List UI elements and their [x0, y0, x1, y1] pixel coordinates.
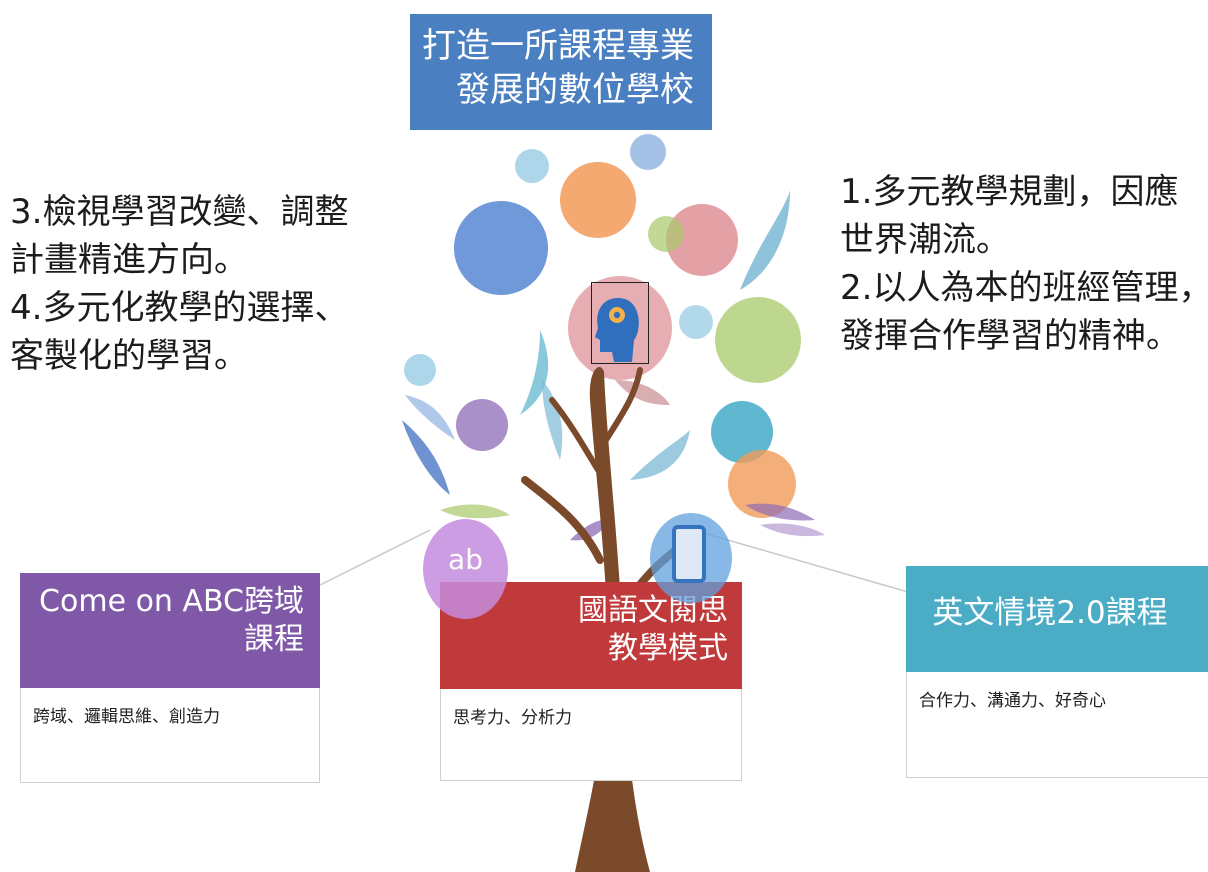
- bubble: [666, 204, 738, 276]
- leaf: [542, 380, 563, 460]
- course-title-line-1: Come on ABC跨域: [39, 584, 304, 619]
- bubble: [515, 149, 549, 183]
- goal-line: 2.以人為本的班經管理，: [840, 268, 1208, 308]
- goal-line: 3.檢視學習改變、調整: [10, 192, 349, 232]
- bubble: [560, 162, 636, 238]
- tree-branch: [603, 367, 643, 443]
- goal-line: 客製化的學習。: [10, 336, 248, 376]
- leaf: [402, 420, 450, 495]
- bubble: [630, 134, 666, 170]
- course-skills: 思考力、分析力: [440, 689, 742, 781]
- course-card-header: 英文情境2.0課程: [906, 566, 1208, 672]
- goals-right: 1.多元教學規劃，因應 世界潮流。 2.以人為本的班經管理， 發揮合作學習的精神…: [840, 168, 1208, 360]
- connector-line-right: [699, 531, 909, 593]
- bubble: [711, 401, 773, 463]
- main-title-line-1: 打造一所課程專業: [422, 26, 694, 66]
- bubble: [404, 354, 436, 386]
- smartphone-icon: [672, 525, 706, 583]
- bubble: [715, 297, 801, 383]
- goal-line: 4.多元化教學的選擇、: [10, 288, 349, 328]
- goal-line: 計畫精進方向。: [10, 240, 248, 280]
- smartphone-badge: [650, 513, 732, 603]
- goal-line: 發揮合作學習的精神。: [840, 316, 1180, 356]
- leaf: [615, 380, 670, 405]
- course-title-line-2: 教學模式: [608, 631, 728, 666]
- course-skills: 合作力、溝通力、好奇心: [906, 672, 1208, 778]
- main-title-line-2: 發展的數位學校: [456, 70, 694, 110]
- leaf: [740, 190, 790, 290]
- bubble: [728, 450, 796, 518]
- bubble: [648, 216, 684, 252]
- abc-icon: ab: [423, 519, 508, 619]
- icon-selection-frame: [591, 282, 649, 364]
- goal-line: 1.多元教學規劃，因應: [840, 172, 1179, 212]
- leaf: [760, 523, 825, 537]
- tree-branch: [521, 476, 604, 564]
- tree-branch: [549, 397, 601, 473]
- leaf: [630, 430, 690, 480]
- course-card-english: 英文情境2.0課程 合作力、溝通力、好奇心: [906, 566, 1208, 778]
- bubble: [454, 201, 548, 295]
- leaf: [405, 395, 455, 440]
- course-title-line-2: 課程: [244, 622, 304, 657]
- course-title-line-1: 英文情境2.0課程: [932, 595, 1168, 631]
- leaf: [440, 504, 510, 519]
- main-title-box: 打造一所課程專業 發展的數位學校: [410, 14, 712, 130]
- bubble: [679, 305, 713, 339]
- bubble: [456, 399, 508, 451]
- abc-icon-text: ab: [448, 543, 483, 576]
- course-card-abc: Come on ABC跨域 課程 跨域、邏輯思維、創造力: [20, 573, 320, 783]
- brain-gear-icon: [595, 298, 639, 362]
- leaf: [520, 330, 549, 415]
- leaf: [745, 503, 815, 521]
- course-skills: 跨域、邏輯思維、創造力: [20, 688, 320, 783]
- connector-line-left: [319, 529, 431, 586]
- goals-left: 3.檢視學習改變、調整 計畫精進方向。 4.多元化教學的選擇、 客製化的學習。: [10, 188, 348, 380]
- course-card-header: Come on ABC跨域 課程: [20, 573, 320, 688]
- goal-line: 世界潮流。: [840, 220, 1010, 260]
